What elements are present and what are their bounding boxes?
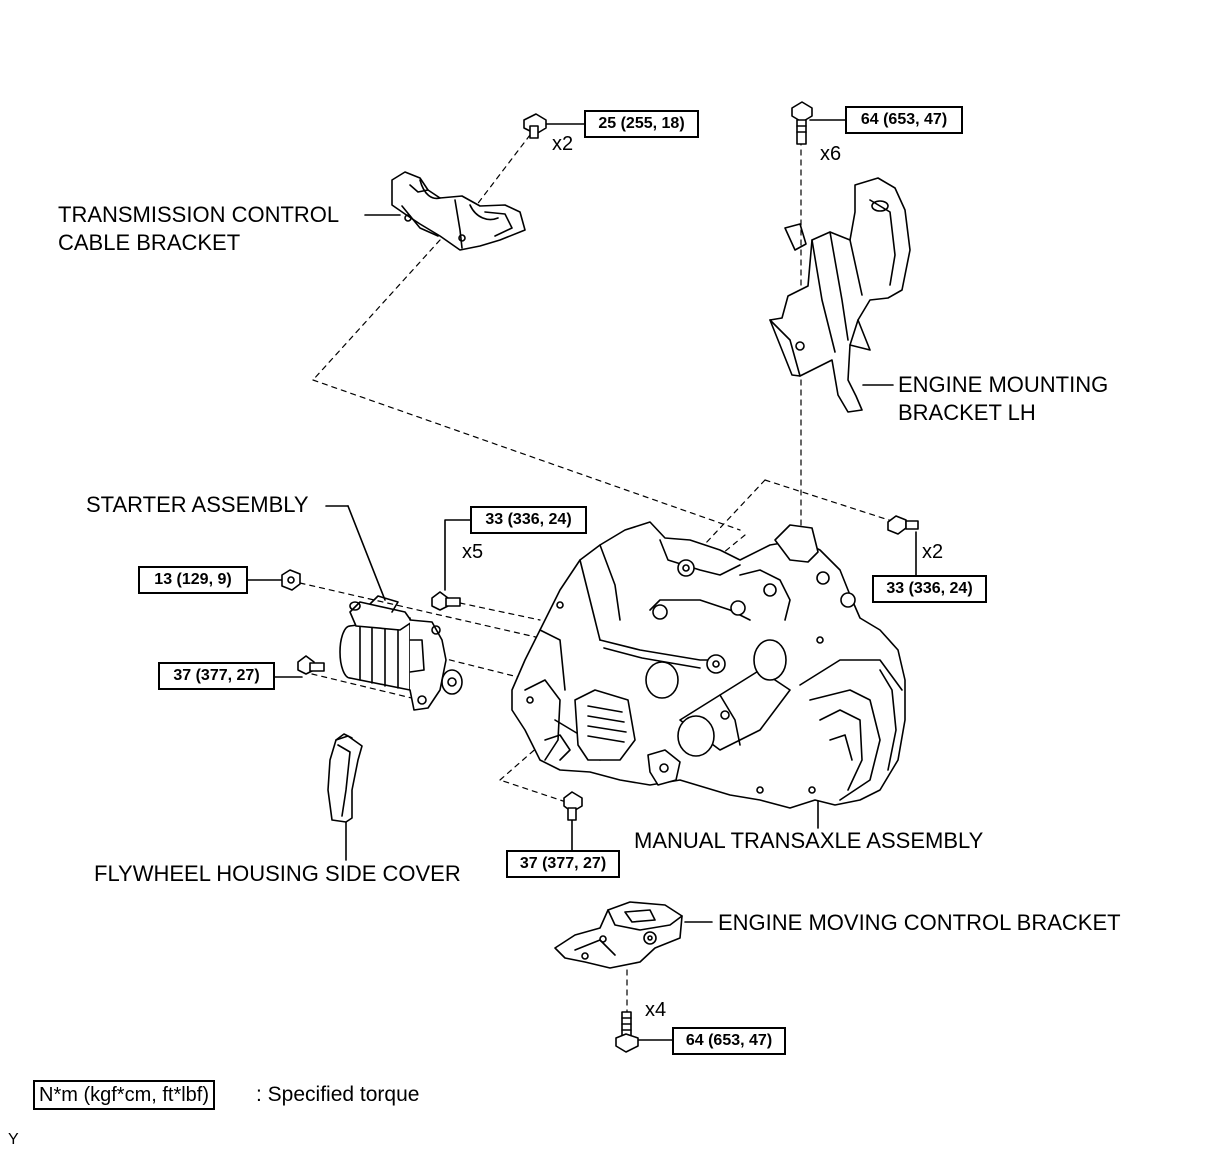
label-transmission-control-cable-bracket-line1: TRANSMISSION CONTROL	[58, 202, 340, 227]
label-starter-assembly: STARTER ASSEMBLY	[86, 492, 309, 517]
torque-box-moving-control-bolt: 64 (653, 47)	[672, 1027, 786, 1055]
bolt-transaxle-right-icon	[887, 515, 919, 535]
qty-transaxle-right-bolt: x2	[922, 541, 944, 563]
bolt-moving-control-icon	[615, 1011, 639, 1053]
qty-mounting-bracket-bolt: x6	[820, 143, 842, 165]
torque-box-starter-nut: 13 (129, 9)	[138, 566, 248, 594]
legend-unit-box: N*m (kgf*cm, ft*lbf)	[33, 1080, 216, 1110]
transmission-control-cable-bracket-icon	[391, 171, 526, 251]
label-flywheel-housing-side-cover: FLYWHEEL HOUSING SIDE COVER	[94, 861, 461, 886]
label-engine-moving-control-bracket: ENGINE MOVING CONTROL BRACKET	[718, 910, 1121, 935]
bolt-starter-icon	[297, 655, 325, 675]
engine-mounting-bracket-lh-icon	[769, 177, 911, 413]
torque-box-transaxle-right-bolt: 33 (336, 24)	[872, 575, 987, 603]
legend-description: : Specified torque	[256, 1083, 420, 1106]
label-engine-mounting-bracket-lh-line1: ENGINE MOUNTING	[898, 372, 1109, 397]
torque-box-cable-bracket-bolt: 25 (255, 18)	[584, 110, 699, 138]
torque-box-starter-bolt: 37 (377, 27)	[158, 662, 275, 690]
qty-cable-bracket-bolt: x2	[552, 133, 574, 155]
leader-lines	[247, 119, 917, 1041]
flywheel-housing-side-cover-icon	[327, 733, 363, 823]
torque-box-transaxle-top-bolt: 33 (336, 24)	[470, 506, 587, 534]
bolt-transaxle-bottom-icon	[563, 791, 583, 821]
qty-transaxle-top-bolt: x5	[462, 541, 484, 563]
label-engine-mounting-bracket-lh-line2: BRACKET LH	[898, 400, 1036, 425]
qty-moving-control-bolt: x4	[645, 999, 667, 1021]
bolt-mounting-bracket-icon	[791, 101, 813, 145]
bolt-transaxle-top-icon	[431, 591, 461, 611]
torque-box-mounting-bracket-bolt: 64 (653, 47)	[845, 106, 963, 134]
footer-code: Y	[8, 1131, 19, 1148]
bolt-cable-bracket-icon	[523, 113, 547, 139]
nut-starter-icon	[281, 569, 301, 591]
label-manual-transaxle-assembly: MANUAL TRANSAXLE ASSEMBLY	[634, 828, 984, 853]
torque-box-transaxle-bottom-bolt: 37 (377, 27)	[506, 850, 620, 878]
assembly-guide-lines	[299, 134, 896, 1016]
engine-moving-control-bracket-icon	[554, 901, 683, 969]
manual-transaxle-assembly-icon	[511, 521, 906, 809]
starter-assembly-icon	[339, 595, 463, 711]
label-transmission-control-cable-bracket-line2: CABLE BRACKET	[58, 230, 241, 255]
